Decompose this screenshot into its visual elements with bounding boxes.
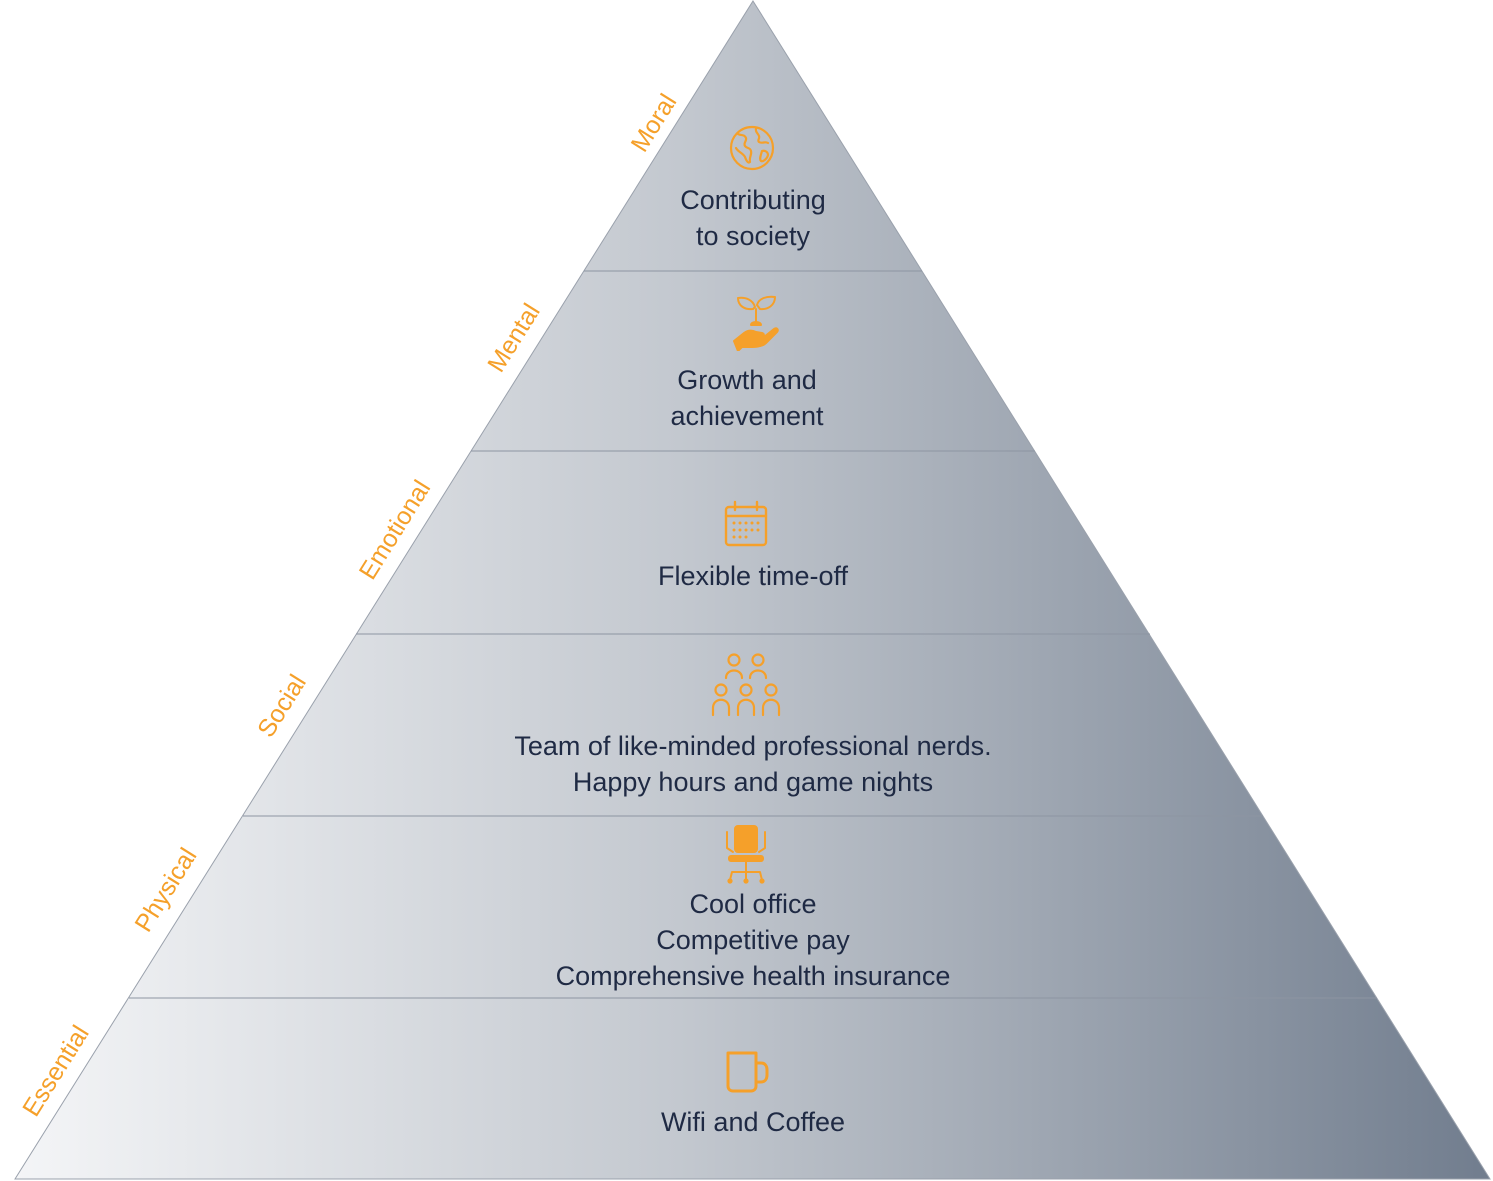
tier-line: Flexible time-off: [657, 561, 849, 591]
tier-text-emotional: Flexible time-off: [658, 558, 848, 594]
tier-line: Competitive pay: [656, 925, 850, 955]
tier-text-essential: Wifi and Coffee: [661, 1104, 845, 1140]
plant-in-hand-icon: [730, 295, 782, 351]
tier-line: Happy hours and game nights: [572, 767, 934, 797]
office-chair-icon: [722, 824, 770, 884]
tier-line: Contributing: [680, 185, 826, 215]
tier-line: Team of like-minded professional nerds.: [514, 731, 992, 761]
tier-line: Wifi and Coffee: [660, 1107, 846, 1137]
tier-line: to society: [695, 221, 811, 251]
calendar-icon: [723, 500, 769, 548]
tier-text-mental: Growth and achievement: [670, 362, 823, 434]
tier-text-social: Team of like-minded professional nerds. …: [514, 728, 991, 800]
team-icon: [711, 652, 783, 718]
tier-line: Cool office: [689, 889, 817, 919]
tier-text-physical: Cool office Competitive pay Comprehensiv…: [556, 886, 951, 994]
tier-line: achievement: [670, 401, 824, 431]
pyramid-shape: [14, 0, 1491, 1180]
tier-line: Growth and: [677, 365, 817, 395]
coffee-mug-icon: [724, 1050, 770, 1094]
tier-text-moral: Contributing to society: [680, 182, 826, 254]
tier-line: Comprehensive health insurance: [555, 961, 951, 991]
globe-icon: [728, 124, 776, 172]
